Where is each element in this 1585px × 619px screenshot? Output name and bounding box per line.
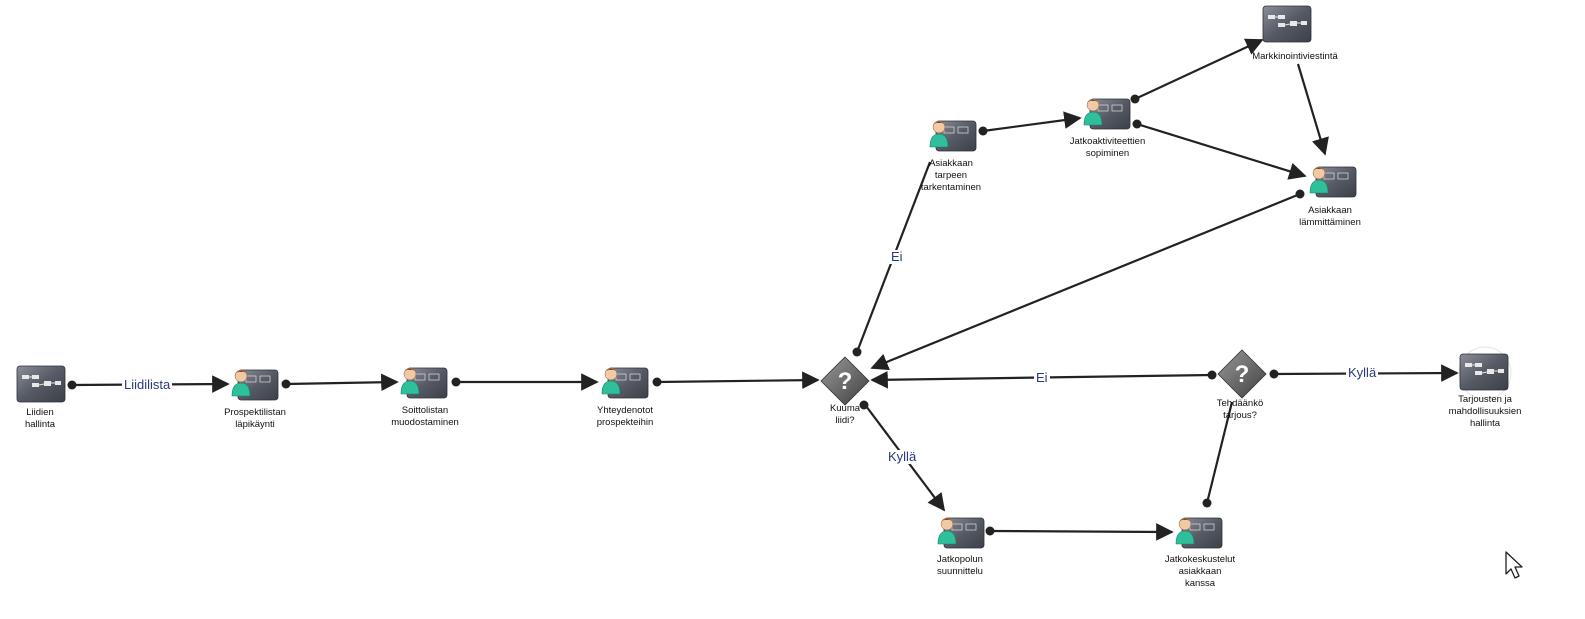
node-label-tarpeen: Asiakkaan tarpeen tarkentaminen [920, 158, 982, 193]
person-task-icon-jatkokesk[interactable] [1175, 517, 1223, 549]
question-diamond-icon-tehdaanko[interactable] [1217, 349, 1267, 399]
node-label-jatkopolun: Jatkopolun suunnittelu [937, 554, 983, 577]
edge-jatkoakt-lammittaminen [1136, 122, 1307, 180]
process-icon-liidien[interactable] [16, 365, 66, 403]
edge-markkinointi-lammittaminen [1296, 63, 1329, 156]
edge-label-ei-left: Ei [1034, 370, 1050, 385]
process-icon-tarjoukset[interactable] [1459, 353, 1509, 391]
edge-yhteydenotot-kuuma [656, 371, 820, 389]
edge-label-liidilista: Liidilista [122, 377, 173, 392]
edge-jatkopolun-jatkokesk [989, 523, 1174, 541]
person-task-icon-soitto[interactable] [400, 367, 448, 399]
person-task-icon-jatkopolun[interactable] [937, 517, 985, 549]
node-label-prospekti: Prospektilistan läpikäynti [224, 407, 286, 430]
node-label-lammittaminen: Asiakkaan lämmittäminen [1299, 205, 1361, 228]
edges [71, 38, 1459, 541]
edge-lammittaminen-kuuma [870, 192, 1301, 371]
person-task-icon-jatkoakt[interactable] [1083, 98, 1131, 130]
edge-label-kylla-right: Kyllä [1346, 365, 1379, 380]
process-icon-markkinointi[interactable] [1262, 5, 1312, 43]
edge-label-kylla-down: Kyllä [886, 449, 919, 464]
node-label-soitto: Soittolistan muodostaminen [391, 405, 459, 428]
person-task-icon-prospekti[interactable] [231, 369, 279, 401]
edge-label-ei-up: Ei [889, 249, 905, 264]
node-label-jatkoakt: Jatkoaktiviteettien sopiminen [1069, 136, 1146, 159]
edge-jatkokesk-tehdaanko [1205, 401, 1234, 504]
node-label-yhteydenotot: Yhteydenotot prospekteihin [596, 405, 654, 428]
person-task-icon-tarpeen[interactable] [929, 120, 977, 152]
node-label-liidien: Liidien hallinta [24, 407, 56, 430]
edge-tarpeen-jatkoakt [982, 111, 1082, 133]
person-task-icon-lammittaminen[interactable] [1309, 166, 1357, 198]
node-label-jatkokesk: Jatkokeskustelut asiakkaan kanssa [1164, 554, 1236, 589]
node-label-tarjoukset: Tarjousten ja mahdollisuuksien hallinta [1448, 394, 1522, 429]
question-diamond-icon-kuuma[interactable] [820, 356, 870, 406]
connector-dots [67, 94, 1305, 536]
node-label-markkinointi: Markkinointiviestintä [1252, 51, 1338, 62]
person-task-icon-yhteydenotot[interactable] [601, 367, 649, 399]
mouse-pointer-icon [1505, 551, 1523, 579]
node-label-tehdaanko: Tehdäänkö tarjous? [1216, 398, 1264, 421]
node-label-kuuma: Kuuma liidi? [829, 403, 861, 426]
edge-jatkoakt-markkinointi [1134, 38, 1264, 100]
edge-prospekti-soitto [285, 373, 399, 392]
